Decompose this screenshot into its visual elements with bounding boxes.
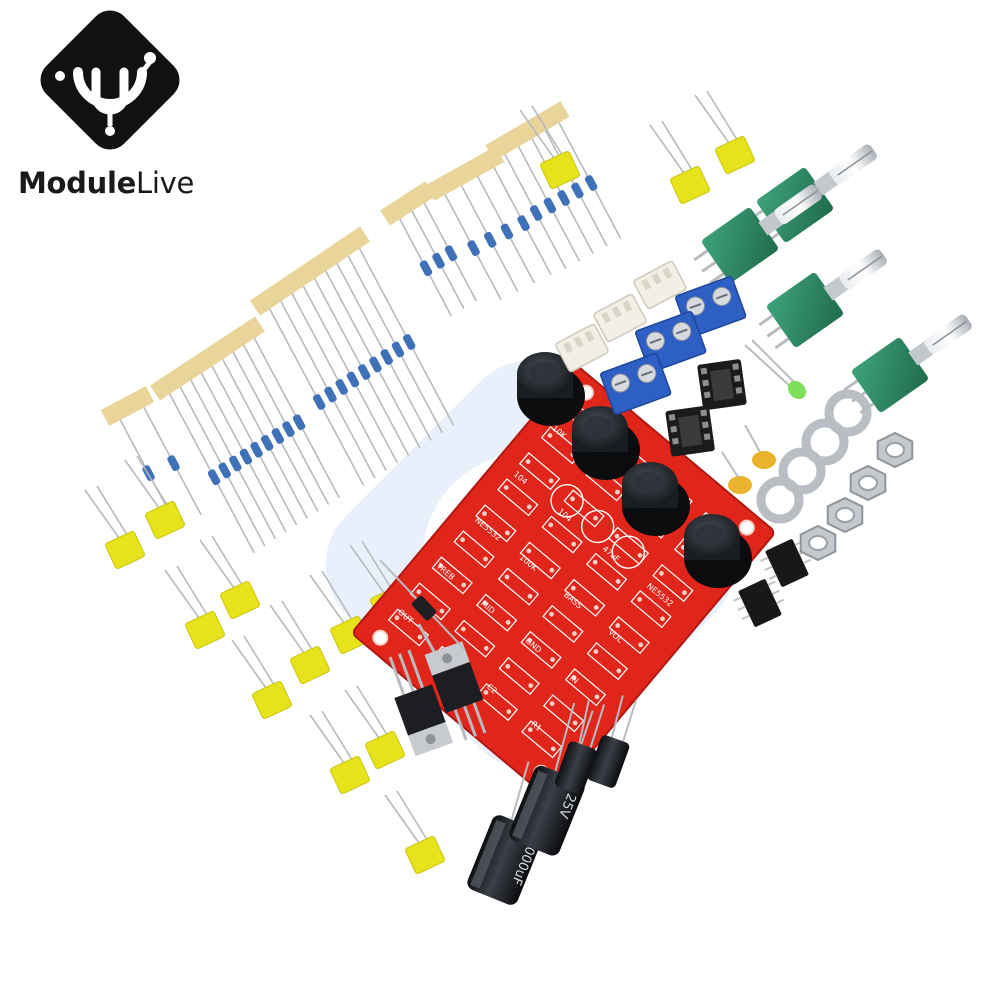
resistor-body (271, 428, 285, 444)
film-capacitor (540, 151, 580, 189)
resistor-lead (228, 343, 319, 512)
ic-sockets (665, 359, 747, 457)
film-capacitor (290, 646, 330, 684)
washer-icon (824, 389, 872, 437)
resistor-tape (100, 386, 155, 426)
potentiometer-icon (693, 184, 822, 285)
resistor-body (282, 421, 295, 438)
led (744, 339, 807, 400)
resistor-tape (485, 101, 570, 161)
moduleLive-logo-icon (40, 10, 180, 150)
film-capacitor (670, 166, 710, 204)
resistor-lead (354, 239, 455, 426)
film-capacitor (365, 731, 405, 769)
resistor-body (380, 349, 393, 365)
potentiometers (693, 144, 972, 415)
resistor-lead (343, 247, 444, 434)
jst-connector-icon (633, 260, 687, 310)
resistor-body (312, 394, 326, 410)
jst-connector-icon (593, 293, 647, 343)
resistor-lead (249, 329, 340, 499)
film-capacitors (84, 90, 755, 874)
screw-terminals (600, 276, 747, 415)
resistor-body (557, 190, 570, 206)
brand-wordmark: ModuleLive (18, 166, 218, 200)
resistor-lead (298, 277, 399, 464)
op-amp-chips (733, 539, 812, 627)
ceramic-capacitors (721, 424, 776, 494)
resistor-body (324, 386, 337, 403)
resistor-body (218, 462, 231, 479)
resistor-body (402, 334, 416, 350)
wire-connectors (555, 260, 687, 373)
resistor-body (571, 182, 584, 199)
resistor-lead (275, 292, 376, 479)
film-capacitor (220, 581, 260, 619)
resistor-body (543, 197, 557, 214)
resistor-tape (249, 226, 371, 316)
film-capacitor (715, 136, 755, 174)
potentiometer-icon (843, 314, 972, 415)
jst-connector-icon (555, 323, 609, 373)
resistor-lead (217, 350, 309, 519)
resistor-body (517, 215, 530, 232)
resistor-body (250, 441, 263, 458)
resistor-body (432, 252, 445, 269)
resistor-tape (380, 181, 435, 226)
resistor-body (346, 371, 360, 388)
resistor-tape (425, 146, 505, 201)
resistor-body (369, 356, 382, 373)
resistor-body (229, 455, 242, 472)
resistor-lead (185, 370, 277, 540)
film-capacitor (185, 611, 225, 649)
resistor-body (207, 469, 221, 486)
diode (379, 559, 466, 651)
voltage-regulators (388, 623, 487, 757)
electrolytic-capacitors: 1000uF 25V (467, 695, 637, 905)
brand-name-bold: Module (18, 166, 136, 200)
resistor-lead (174, 377, 266, 547)
film-capacitor (105, 531, 145, 569)
film-capacitor (145, 501, 185, 539)
resistor-body (357, 364, 371, 380)
film-capacitor (405, 836, 445, 874)
washer-icon (756, 476, 804, 524)
resistor-body (584, 175, 598, 191)
resistor-tape (150, 316, 265, 401)
resistor-lead (238, 336, 330, 506)
resistor-body (260, 435, 274, 451)
brand-name-light: Live (136, 166, 195, 200)
resistor-body (467, 240, 480, 257)
resistor-lead (264, 299, 365, 486)
washer-icon (778, 447, 826, 495)
resistor-body (335, 379, 348, 395)
resistor-body (500, 223, 514, 240)
resistor-body (167, 455, 180, 472)
resistor-lead (206, 357, 298, 526)
resistor-body (529, 205, 543, 221)
pcb-label: R2 (357, 653, 371, 667)
resistor-body (484, 231, 497, 248)
washer-icon (801, 418, 849, 466)
resistor-body (444, 245, 458, 262)
potentiometer-icon (758, 249, 887, 350)
film-capacitor (252, 681, 292, 719)
resistor-lead (286, 284, 387, 471)
resistor-body (419, 260, 433, 277)
resistor-body (239, 448, 253, 465)
resistor-lead (320, 262, 421, 449)
screw-terminal-icon (600, 353, 672, 415)
resistor-strips (100, 101, 622, 554)
film-capacitor (330, 756, 370, 794)
resistor-lead (196, 363, 287, 533)
resistor-body (292, 414, 306, 431)
resistor-body (391, 341, 405, 358)
resistor-lead (164, 384, 255, 554)
control-knobs (517, 352, 752, 588)
resistor-lead (309, 269, 410, 456)
resistor-lead (331, 254, 432, 441)
washers-and-nuts (756, 389, 914, 562)
